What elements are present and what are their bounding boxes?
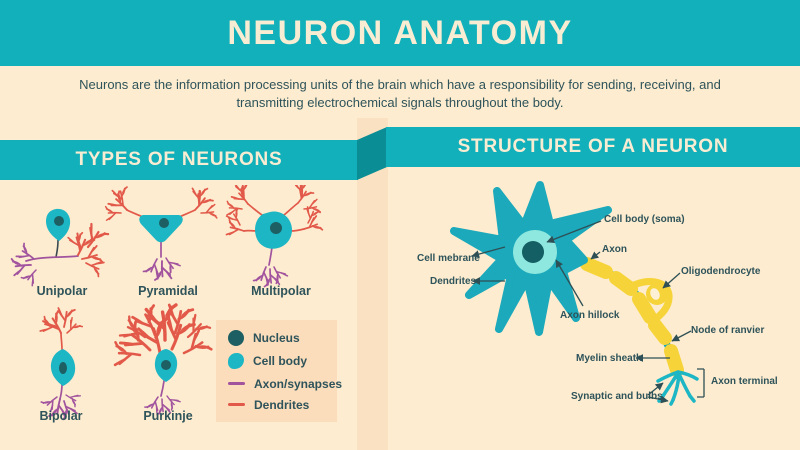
title-banner: NEURON ANATOMY — [0, 0, 800, 66]
bipolar-neuron-illustration — [38, 306, 84, 421]
description-text: Neurons are the information processing u… — [79, 77, 721, 111]
pyramidal-neuron-illustration — [104, 186, 218, 281]
unipolar-neuron-illustration — [10, 208, 110, 288]
structure-section-ribbon: STRUCTURE OF A NEURON — [386, 127, 800, 167]
label-synaptic-and-bulbs: Synaptic and bulbs — [571, 391, 663, 402]
neuron-types-illustrations — [10, 185, 324, 421]
purkinje-neuron-illustration — [112, 302, 213, 416]
axon-line-swatch-icon — [228, 382, 245, 386]
cell-body-swatch-icon — [228, 353, 244, 370]
label-bipolar: Bipolar — [39, 409, 83, 423]
label-cell-mebrane: Cell mebrane — [417, 253, 480, 264]
axon-terminal-bracket — [697, 368, 705, 398]
label-myelin-sheath: Myelin sheath — [576, 353, 643, 364]
label-axon-terminal: Axon terminal — [711, 376, 778, 387]
label-dendrites: Dendrites — [430, 276, 477, 287]
legend-item-cell-body: Cell body — [228, 353, 325, 370]
label-node-of-ranvier: Node of ranvier — [691, 325, 765, 336]
label-pyramidal: Pyramidal — [138, 284, 198, 298]
legend-item-dendrites: Dendrites — [228, 398, 325, 412]
structure-section-heading: STRUCTURE OF A NEURON — [457, 136, 729, 157]
nucleus-swatch-icon — [228, 330, 244, 346]
legend-box: Nucleus Cell body Axon/synapses Dendrite… — [216, 320, 342, 422]
dendrite-line-swatch-icon — [228, 403, 245, 407]
nucleus-inner — [522, 241, 544, 263]
label-multipolar: Multipolar — [251, 284, 311, 298]
myelin-sheath-segments — [580, 257, 684, 377]
multipolar-neuron-illustration — [224, 185, 324, 288]
label-axon: Axon — [602, 244, 627, 255]
label-purkinje: Purkinje — [143, 409, 193, 423]
label-unipolar: Unipolar — [36, 284, 88, 298]
axon-terminal-branches — [656, 370, 699, 406]
leader-arrows — [471, 220, 705, 404]
oligodendrocyte-loop — [626, 278, 673, 325]
legend-item-axon-synapses: Axon/synapses — [228, 377, 342, 391]
label-oligodendrocyte: Oligodendrocyte — [681, 266, 761, 277]
neuron-structure-diagram — [450, 181, 705, 406]
label-axon-hillock: Axon hillock — [560, 310, 620, 321]
page-title: NEURON ANATOMY — [227, 13, 573, 52]
oligodendrocyte-hole — [650, 288, 660, 300]
types-section-ribbon: TYPES OF NEURONS — [0, 140, 358, 180]
legend-item-nucleus: Nucleus — [228, 330, 325, 346]
types-section-heading: TYPES OF NEURONS — [75, 149, 283, 170]
label-cell-body-soma: Cell body (soma) — [604, 214, 685, 225]
